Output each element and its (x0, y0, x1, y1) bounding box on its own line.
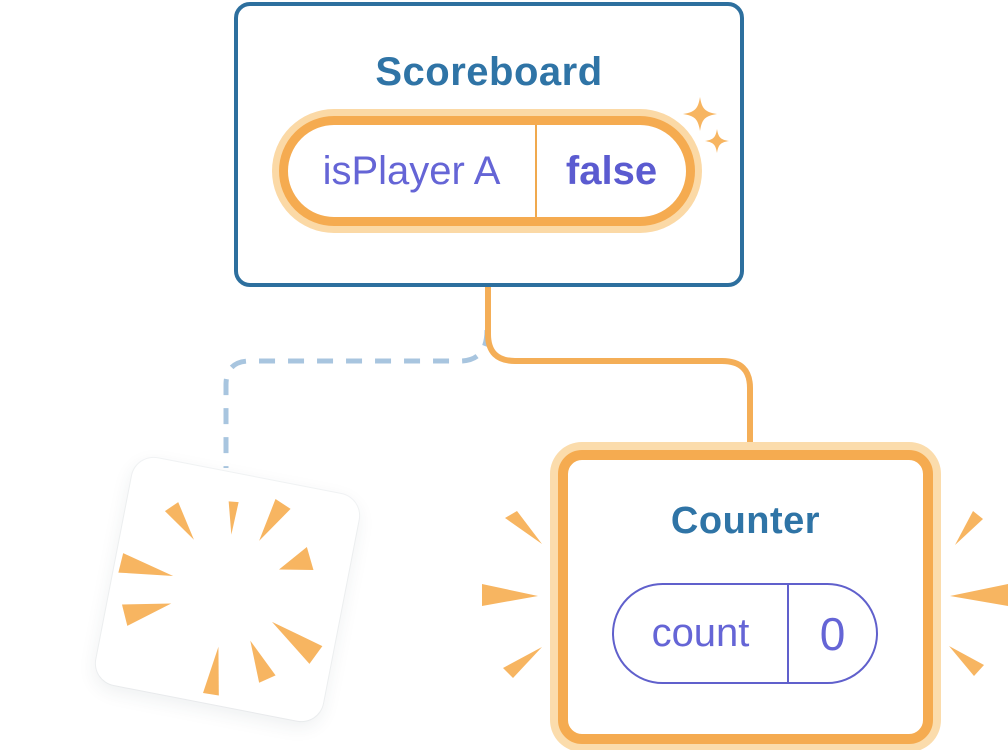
emphasis-wedge (950, 584, 1008, 606)
scoreboard-card: Scoreboard isPlayer A false (234, 2, 744, 287)
burst-ray (164, 502, 194, 540)
dashed-connector (223, 329, 490, 468)
burst-ray (271, 621, 323, 664)
scoreboard-state-pill: isPlayer A false (279, 116, 695, 226)
burst-icon (118, 499, 323, 696)
emphasis-wedge (505, 511, 542, 544)
emphasis-wedge (482, 584, 538, 606)
count-label: count (651, 611, 750, 655)
emphasis-wedge (503, 647, 542, 678)
state-value: false (565, 148, 658, 193)
burst-ray (121, 603, 172, 626)
emphasis-wedge (955, 511, 983, 545)
sparkle-glyph (683, 97, 717, 131)
burst-ray (118, 553, 174, 576)
state-name-label: isPlayer A (322, 148, 501, 193)
sparkle-large-icon (683, 97, 717, 131)
burst-ray (228, 501, 239, 535)
burst-ray (250, 640, 276, 683)
solid-connector (485, 282, 753, 465)
burst-ray (203, 646, 219, 696)
burst-ray (278, 546, 314, 571)
count-value: 0 (819, 607, 846, 660)
pill-divider (535, 125, 537, 217)
counter-card: Counter count 0 (558, 450, 933, 744)
sparkle-small-icon (705, 129, 729, 153)
counter-title: Counter (670, 500, 821, 542)
sparkle-glyph (705, 129, 729, 153)
burst-ray (259, 499, 291, 541)
pill-divider (787, 585, 789, 682)
scoreboard-title: Scoreboard (375, 50, 603, 94)
destroyed-component-card (92, 454, 363, 725)
counter-state-pill: count 0 (612, 583, 878, 684)
emphasis-wedges (482, 511, 1008, 678)
emphasis-wedge (949, 646, 984, 676)
